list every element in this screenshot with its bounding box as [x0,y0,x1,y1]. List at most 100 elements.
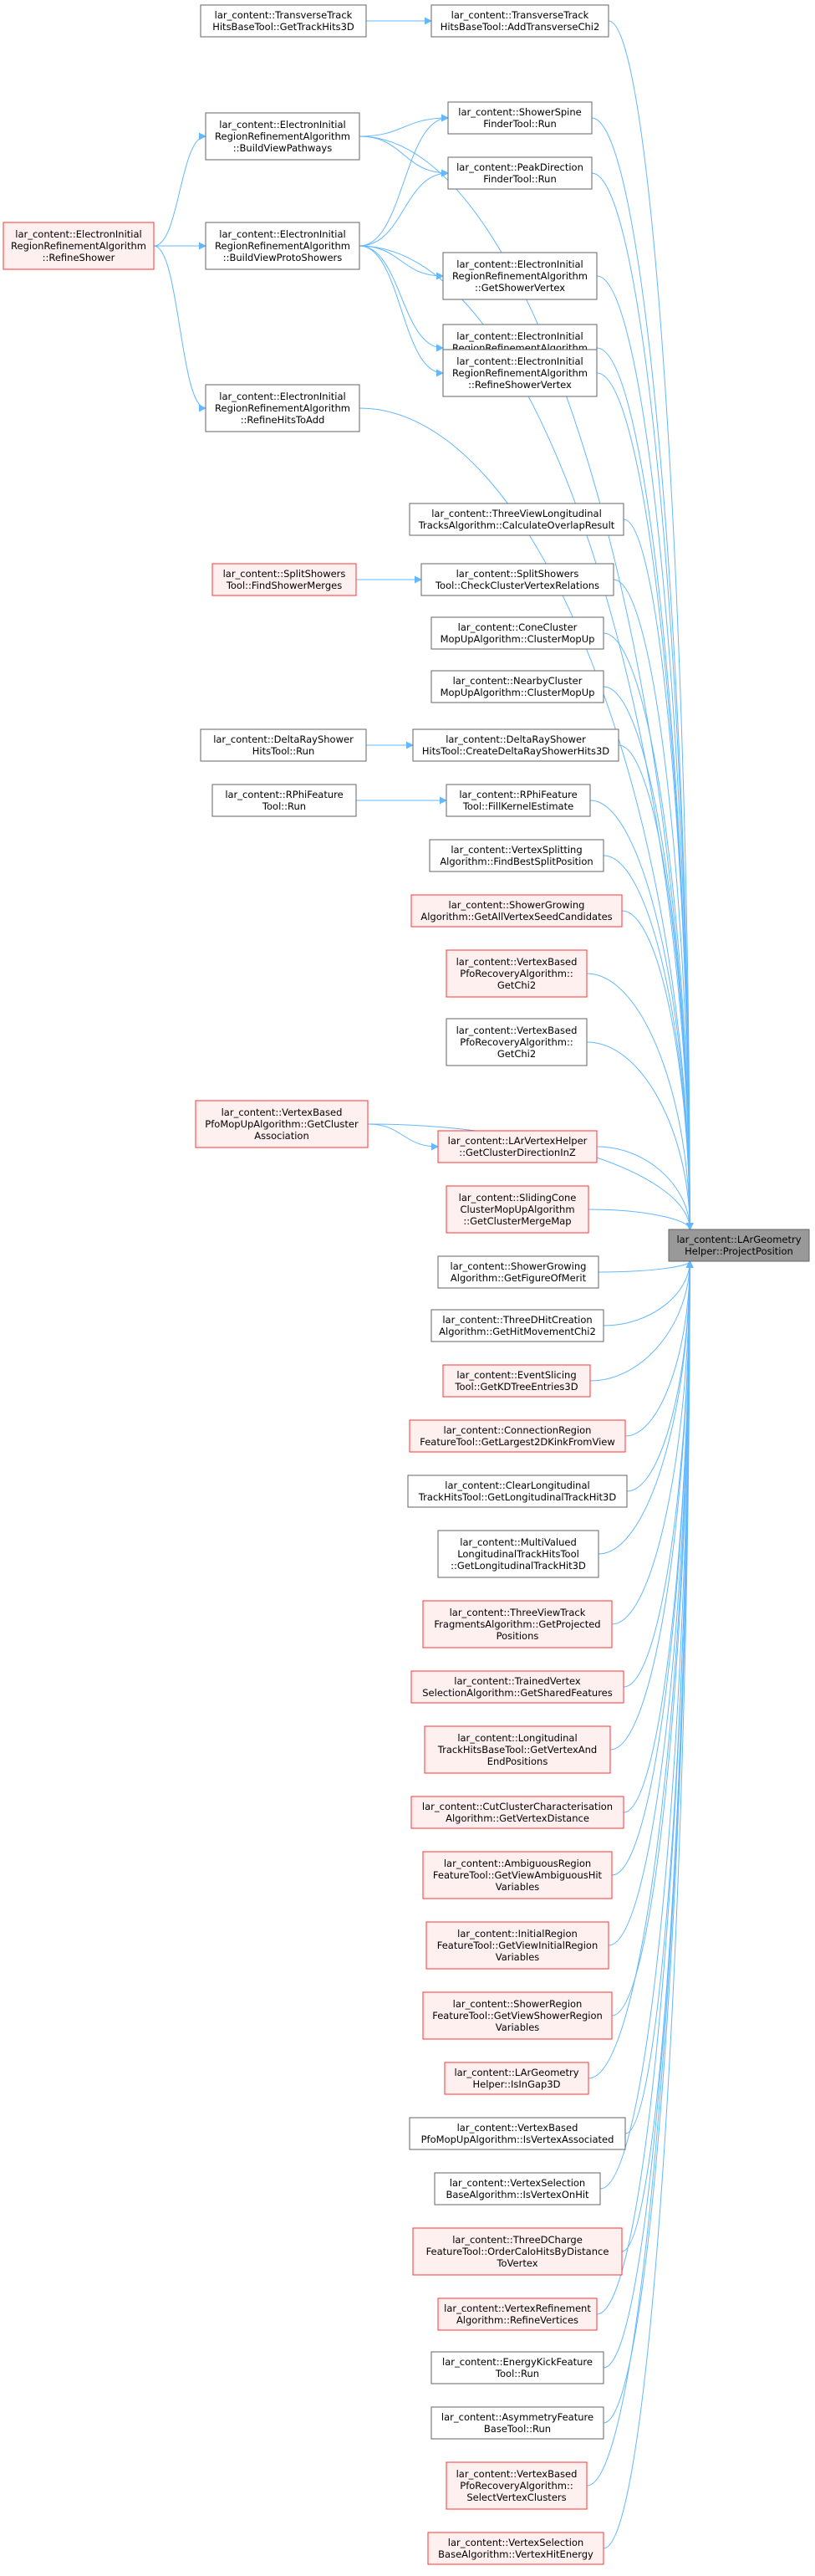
node-label-line: lar_content::ThreeDHitCreation [442,1314,592,1326]
node-n18[interactable]: lar_content::DeltaRayShowerHitsTool::Cre… [412,728,619,762]
node-label-line: lar_content::DeltaRayShower [446,733,586,745]
node-box [446,784,591,817]
node-label-line: lar_content::LArGeometry [676,1234,801,1245]
node-n39[interactable]: lar_content::InitialRegionFeatureTool::G… [425,1921,609,1970]
node-n47[interactable]: lar_content::AsymmetryFeatureBaseTool::R… [430,2406,604,2440]
node-n6[interactable]: lar_content::ElectronInitialRegionRefine… [3,222,155,270]
node-n44[interactable]: lar_content::ThreeDChargeFeatureTool::Or… [412,2227,623,2276]
node-n49[interactable]: lar_content::VertexSelectionBaseAlgorith… [427,2532,604,2565]
node-label-line: RegionRefinementAlgorithm [215,130,350,142]
node-box [442,252,598,300]
node-label-line: lar_content::ShowerGrowing [449,899,585,911]
node-n38[interactable]: lar_content::AmbiguousRegionFeatureTool:… [422,1851,613,1899]
node-label-line: RegionRefinementAlgorithm [11,240,146,252]
node-n20[interactable]: lar_content::RPhiFeatureTool::FillKernel… [446,784,591,817]
node-label-line: lar_content::EventSlicing [456,1369,576,1381]
node-label-line: ::BuildViewPathways [233,142,332,154]
edge-n39-to-target [608,1260,694,1946]
node-n34[interactable]: lar_content::ThreeViewTrackFragmentsAlgo… [422,1600,613,1648]
edge-n40-to-target [611,1260,694,2016]
node-n15[interactable]: lar_content::ConeClusterMopUpAlgorithm::… [430,616,604,650]
node-label-line: Tool::FillKernelEstimate [462,800,573,812]
node-label-line: BaseAlgorithm::VertexHitEnergy [438,2548,593,2560]
node-label-line: lar_content::ElectronInitial [219,391,346,402]
edge-n29-to-target [603,1260,694,1326]
node-label-line: ::RefineShower [43,252,115,263]
node-n36[interactable]: lar_content::LongitudinalTrackHitsBaseTo… [424,1725,611,1774]
node-n42[interactable]: lar_content::VertexBasedPfoMopUpAlgorith… [409,2117,626,2150]
node-label-line: lar_content::PeakDirection [456,161,583,173]
edge-n26-to-target [596,1146,694,1230]
node-n45[interactable]: lar_content::VertexRefinementAlgorithm::… [437,2297,598,2331]
node-label-line: lar_content::ShowerGrowing [451,1260,587,1272]
node-label-line: PfoMopUpAlgorithm::GetCluster [205,1118,359,1130]
edge-n5-to-target [591,172,694,1230]
edge-n25-to-n26 [367,1123,439,1151]
node-n32[interactable]: lar_content::ClearLongitudinalTrackHitsT… [407,1475,628,1508]
node-n48[interactable]: lar_content::VertexBasedPfoRecoveryAlgor… [446,2461,588,2510]
node-box [407,1475,628,1508]
node-n3[interactable]: lar_content::ElectronInitialRegionRefine… [205,112,360,161]
node-n1[interactable]: lar_content::TransverseTrackHitsBaseTool… [200,4,367,38]
node-label-line: lar_content::ThreeViewTrack [450,1607,586,1618]
node-box [447,156,593,190]
node-box [410,1670,624,1704]
node-n16[interactable]: lar_content::NearbyClusterMopUpAlgorithm… [430,670,604,703]
node-box [205,222,360,270]
node-label-line: lar_content::TransverseTrack [451,9,589,21]
node-n5[interactable]: lar_content::PeakDirectionFinderTool::Ru… [447,156,593,190]
node-label-line: Algorithm::GetAllVertexSeedCandidates [420,911,612,923]
node-n13[interactable]: lar_content::SplitShowersTool::FindShowe… [211,563,357,596]
node-n10[interactable]: lar_content::ElectronInitialRegionRefine… [205,384,360,432]
node-label-line: PfoRecoveryAlgorithm:: [460,2480,573,2492]
edge-n11-to-target [596,372,694,1230]
node-box [200,4,367,38]
node-box [430,616,604,650]
node-n24[interactable]: lar_content::VertexBasedPfoRecoveryAlgor… [446,1018,588,1066]
node-n12[interactable]: lar_content::ThreeViewLongitudinalTracks… [409,503,624,536]
node-n30[interactable]: lar_content::EventSlicingTool::GetKDTree… [442,1364,591,1398]
node-label-line: lar_content::ThreeDCharge [452,2234,583,2246]
node-n2[interactable]: lar_content::TransverseTrackHitsBaseTool… [430,4,609,38]
target-node[interactable]: lar_content::LArGeometryHelper::ProjectP… [668,1229,810,1262]
node-label-line: RegionRefinementAlgorithm [215,402,350,414]
node-label-line: Tool::Run [495,2368,539,2379]
node-n33[interactable]: lar_content::MultiValuedLongitudinalTrac… [437,1530,599,1578]
node-box [430,670,604,703]
node-n40[interactable]: lar_content::ShowerRegionFeatureTool::Ge… [422,1991,613,2040]
node-label-line: Algorithm::GetVertexDistance [446,1812,589,1824]
node-n43[interactable]: lar_content::VertexSelectionBaseAlgorith… [434,2172,601,2205]
node-n28[interactable]: lar_content::ShowerGrowingAlgorithm::Get… [437,1255,599,1289]
node-label-line: FeatureTool::OrderCaloHitsByDistance [426,2246,609,2257]
node-n8[interactable]: lar_content::ElectronInitialRegionRefine… [442,252,598,300]
node-label-line: lar_content::ClearLongitudinal [445,1480,589,1491]
node-box [409,2117,626,2150]
node-n7[interactable]: lar_content::ElectronInitialRegionRefine… [205,222,360,270]
node-label-line: Tool::GetKDTreeEntries3D [454,1381,578,1393]
node-n22[interactable]: lar_content::ShowerGrowingAlgorithm::Get… [410,894,623,928]
edge-n7-to-n9 [359,245,444,352]
node-n26[interactable]: lar_content::LArVertexHelper::GetCluster… [437,1130,598,1163]
node-label-line: lar_content::ConeCluster [458,621,578,633]
node-box [442,1364,591,1398]
node-n14[interactable]: lar_content::SplitShowersTool::CheckClus… [420,563,614,596]
node-n37[interactable]: lar_content::CutClusterCharacterisationA… [410,1796,624,1829]
node-n35[interactable]: lar_content::TrainedVertexSelectionAlgor… [410,1670,624,1704]
node-box [422,1600,613,1648]
node-n31[interactable]: lar_content::ConnectionRegionFeatureTool… [409,1419,626,1453]
node-n41[interactable]: lar_content::LArGeometryHelper::IsInGap3… [444,2062,589,2095]
node-n27[interactable]: lar_content::SlidingConeClusterMopUpAlgo… [446,1185,589,1234]
node-n25[interactable]: lar_content::VertexBasedPfoMopUpAlgorith… [195,1100,369,1148]
node-box [211,563,357,596]
node-label-line: Tool::FindShowerMerges [226,580,342,591]
node-n11[interactable]: lar_content::ElectronInitialRegionRefine… [442,349,598,397]
node-n29[interactable]: lar_content::ThreeDHitCreationAlgorithm:… [430,1309,604,1342]
node-label-line: Variables [496,1881,540,1893]
node-n23[interactable]: lar_content::VertexBasedPfoRecoveryAlgor… [446,949,588,998]
node-n21[interactable]: lar_content::VertexSplittingAlgorithm::F… [429,839,604,872]
edge-n3-to-target [359,135,694,1230]
